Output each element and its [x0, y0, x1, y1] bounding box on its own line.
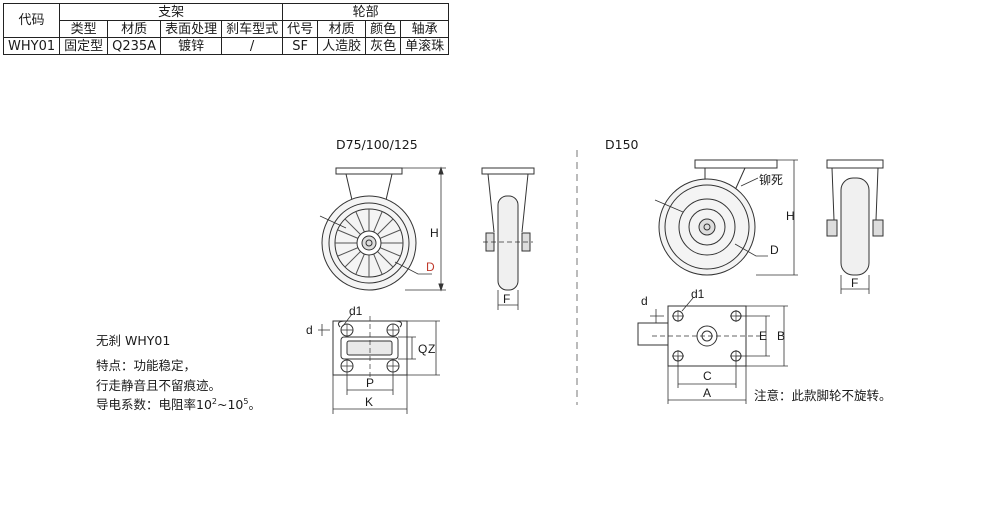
left-dim-D: D: [426, 260, 435, 274]
header-bracket-material: 材质: [107, 20, 162, 38]
right-dim-d1: d1: [691, 287, 705, 301]
features-block: 无刹 WHY01 特点：功能稳定， 行走静音且不留痕迹。 导电系数：电阻率102…: [96, 331, 261, 415]
right-side-view: [654, 159, 798, 276]
no-swivel-note: 注意：此款脚轮不旋转。: [754, 388, 892, 403]
right-dim-F: F: [851, 276, 858, 290]
right-dim-B: B: [777, 329, 785, 343]
right-dim-H: H: [786, 209, 795, 223]
table-row: WHY01 固定型 Q235A 镀锌 / SF 人造胶 灰色 单滚珠: [2, 37, 450, 55]
left-dim-F: F: [503, 292, 510, 306]
features-line-2: 行走静音且不留痕迹。: [96, 377, 222, 393]
cell-wheel-material: 人造胶: [317, 37, 367, 55]
right-dim-d: d: [641, 294, 648, 308]
code-header: 代码: [2, 3, 61, 38]
right-plate-view: [637, 297, 788, 404]
cell-bearing: 单滚珠: [400, 37, 450, 55]
right-front-view: [826, 159, 884, 294]
left-dim-d: d: [306, 323, 313, 337]
left-dim-K: K: [365, 395, 373, 409]
right-dim-E: E: [759, 329, 767, 343]
cell-surface: 镀锌: [160, 37, 223, 55]
left-dim-Z: Z: [428, 342, 435, 356]
lock-label: 铆死: [759, 173, 784, 187]
features-title: 无刹 WHY01: [96, 333, 171, 348]
right-dim-C: C: [703, 369, 712, 383]
left-drawing-title: D75/100/125: [336, 137, 418, 152]
left-dim-P: P: [366, 376, 374, 390]
left-dim-Q: Q: [418, 342, 427, 356]
header-bearing: 轴承: [400, 20, 450, 38]
cell-wheel-code: SF: [282, 37, 319, 55]
left-plate-view: [318, 313, 440, 414]
header-color: 颜色: [365, 20, 402, 38]
cell-bracket-material: Q235A: [107, 37, 162, 55]
cell-color: 灰色: [365, 37, 402, 55]
left-dim-H: H: [430, 226, 439, 240]
left-dim-d1: d1: [349, 304, 363, 318]
cell-type: 固定型: [59, 37, 109, 55]
spec-table: 代码 支架 轮部 类型 材质 表面处理 刹车型式 代号 材质 颜色 轴承 WHY…: [2, 3, 450, 55]
right-dim-A: A: [703, 386, 711, 400]
left-side-view: [319, 166, 446, 292]
features-line-1: 特点：功能稳定，: [96, 358, 197, 374]
header-surface: 表面处理: [160, 20, 223, 38]
left-front-view: [481, 167, 535, 310]
features-line-3: 导电系数：电阻率102~105。: [96, 396, 261, 413]
cell-code: WHY01: [2, 37, 61, 55]
cell-brake: /: [221, 37, 284, 55]
right-drawing-title: D150: [605, 137, 639, 152]
right-dim-D: D: [770, 243, 779, 257]
